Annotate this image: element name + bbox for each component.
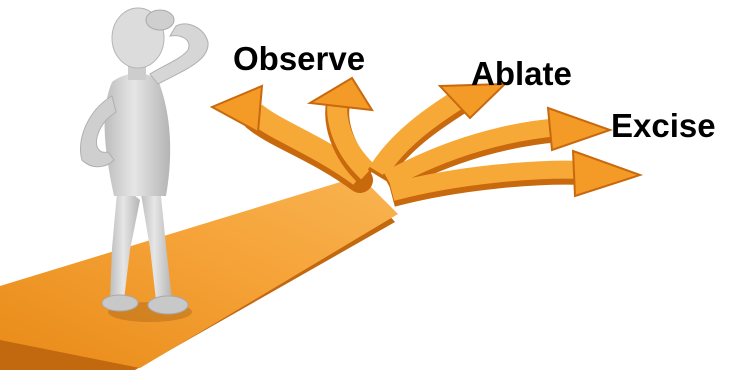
main-road: [0, 176, 398, 370]
choice-label-excise: Excise: [611, 109, 716, 142]
choice-label-ablate: Ablate: [471, 57, 572, 90]
choice-label-observe: Observe: [233, 42, 365, 75]
